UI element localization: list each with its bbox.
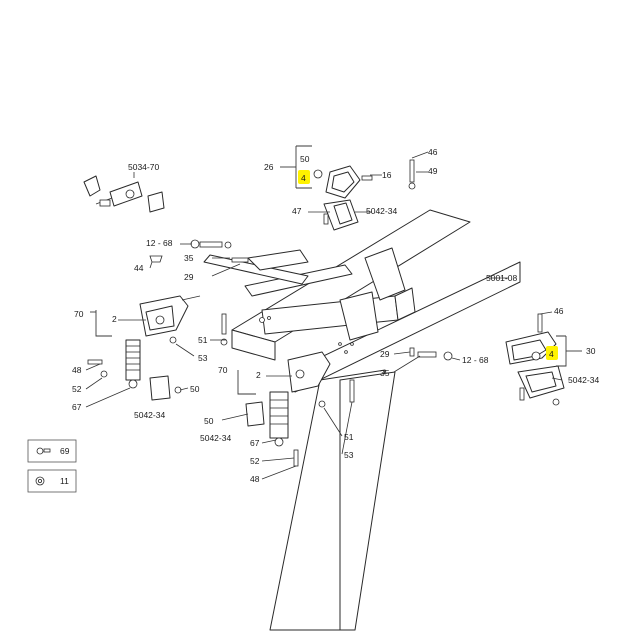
- callout-5042-34-right: 5042-34: [568, 375, 599, 385]
- callout-48-left: 48: [72, 365, 82, 375]
- callout-5042-34-center: 5042-34: [200, 433, 231, 443]
- callout-52-center: 52: [250, 456, 260, 466]
- spring-bracket-center: [237, 351, 355, 467]
- callout-67-center: 67: [250, 438, 260, 448]
- highlight-callout-4-right: [546, 346, 558, 360]
- callout-47: 47: [292, 206, 302, 216]
- callout-53-left: 53: [198, 353, 208, 363]
- callout-29-left: 29: [184, 272, 194, 282]
- legend-box-69: 69: [27, 439, 77, 463]
- callout-12-68-left: 12 - 68: [146, 238, 173, 248]
- spring-bracket-left: [87, 295, 228, 401]
- top-mount-group: [280, 145, 416, 231]
- callout-50-left: 50: [190, 384, 200, 394]
- callout-50-top: 50: [300, 154, 310, 164]
- callout-52-left: 52: [72, 384, 82, 394]
- legend-box-11: 11: [27, 469, 77, 493]
- callout-51-center: 51: [344, 432, 354, 442]
- callout-labels: 26 50 4 16 46 49 47 5042-34 5034-70 12 -…: [72, 147, 599, 484]
- linkage-5034-70: [83, 175, 165, 213]
- callout-35-right: 35: [380, 368, 390, 378]
- callout-5042-34-left: 5042-34: [134, 410, 165, 420]
- callout-46-top: 46: [428, 147, 438, 157]
- callout-50-center: 50: [204, 416, 214, 426]
- callout-51-left: 51: [198, 335, 208, 345]
- leader-lines: [85, 151, 563, 480]
- callout-35-left: 35: [184, 253, 194, 263]
- callout-48-center: 48: [250, 474, 260, 484]
- callout-2-left: 2: [112, 314, 117, 324]
- callout-26: 26: [264, 162, 274, 172]
- callout-70-center: 70: [218, 365, 228, 375]
- callout-5042-34-top: 5042-34: [366, 206, 397, 216]
- chassis-frame: [203, 209, 521, 631]
- callout-29-right: 29: [380, 349, 390, 359]
- callout-5001-08: 5001-08: [486, 273, 517, 283]
- callout-44: 44: [134, 263, 144, 273]
- callout-67-left: 67: [72, 402, 82, 412]
- legend-label-69: 69: [60, 446, 70, 456]
- callout-16: 16: [382, 170, 392, 180]
- callout-4-right: 4: [549, 349, 554, 359]
- callout-46-right: 46: [554, 306, 564, 316]
- highlight-callout-4-top: [298, 170, 310, 184]
- callout-4-top: 4: [301, 173, 306, 183]
- callout-49: 49: [428, 166, 438, 176]
- bolt-set-left: [149, 239, 309, 271]
- callout-53-center: 53: [344, 450, 354, 460]
- callout-70-left: 70: [74, 309, 84, 319]
- callout-30: 30: [586, 346, 596, 356]
- legend-label-11: 11: [60, 476, 69, 486]
- callout-12-68-right: 12 - 68: [462, 355, 489, 365]
- callout-2-center: 2: [256, 370, 261, 380]
- callout-5034-70: 5034-70: [128, 162, 159, 172]
- right-mount-group: [409, 313, 582, 406]
